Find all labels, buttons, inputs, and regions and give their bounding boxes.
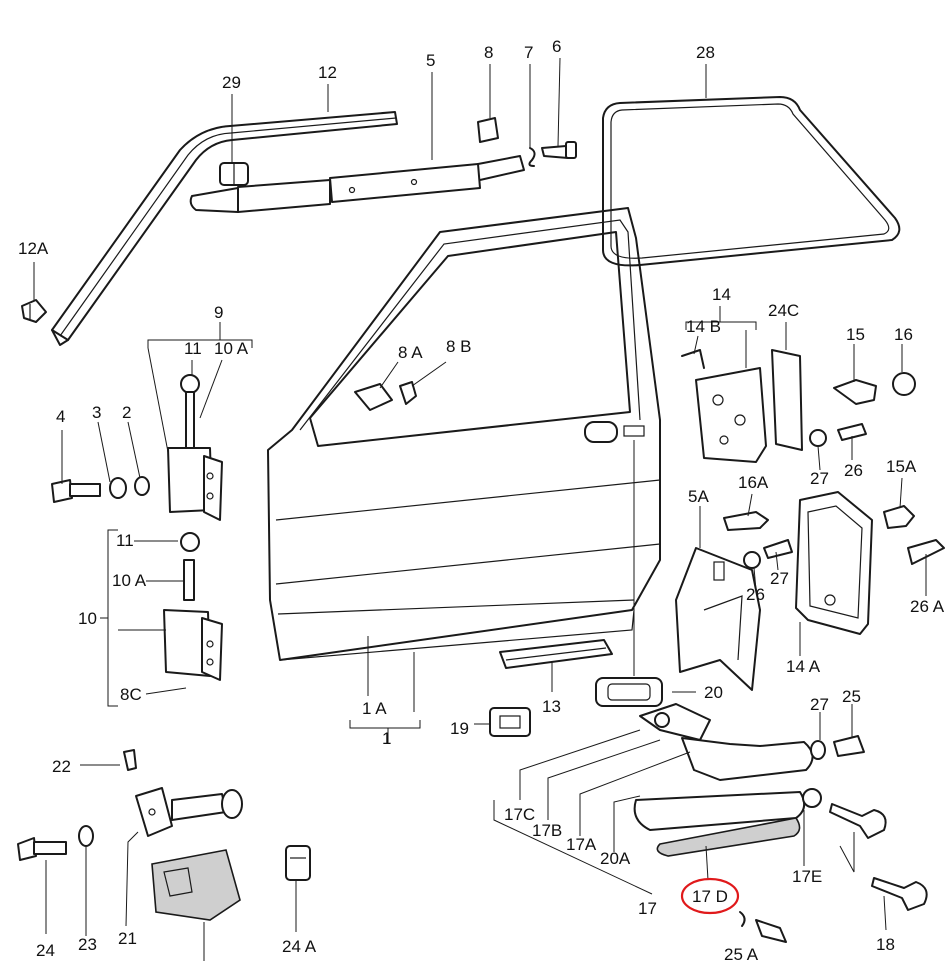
label-9: 9 <box>214 303 223 322</box>
label-17d: 17 D <box>692 887 728 906</box>
label-28: 28 <box>696 43 715 62</box>
label-14a: 14 A <box>786 657 821 676</box>
label-27-mid: 27 <box>770 569 789 588</box>
label-10a-lower: 10 A <box>112 571 147 590</box>
label-7: 7 <box>524 43 533 62</box>
window-seal-icon <box>602 96 901 267</box>
label-24: 24 <box>36 941 55 960</box>
label-25a: 25 A <box>724 945 759 961</box>
label-15: 15 <box>846 325 865 344</box>
key-icon <box>829 803 928 911</box>
bolt-icon <box>17 749 137 861</box>
label-10a-upper: 10 A <box>214 339 249 358</box>
guide-rail-icon <box>189 155 525 213</box>
roller-icon <box>219 162 249 186</box>
label-15a: 15A <box>886 457 917 476</box>
label-21: 21 <box>118 929 137 948</box>
label-8b: 8 B <box>446 337 472 356</box>
handle-gasket-icon <box>595 677 663 707</box>
label-23: 23 <box>78 935 97 954</box>
mirror-bracket-icon <box>354 381 417 411</box>
label-20a: 20A <box>600 849 631 868</box>
label-17e: 17E <box>792 867 822 886</box>
door-trim-strip-icon <box>51 111 398 346</box>
clip-icon <box>285 845 311 881</box>
label-26a: 26 A <box>910 597 945 616</box>
label-27-upper: 27 <box>810 469 829 488</box>
retaining-clip-icon <box>21 299 47 323</box>
label-11-upper: 11 <box>184 339 202 358</box>
label-8: 8 <box>484 43 493 62</box>
clip-icon <box>489 707 531 737</box>
label-2: 2 <box>122 403 131 422</box>
label-24a: 24 A <box>282 937 317 956</box>
label-14: 14 <box>712 285 731 304</box>
label-17a: 17A <box>566 835 597 854</box>
bolt-icon <box>739 911 787 943</box>
bolt-icon <box>809 372 916 447</box>
label-10: 10 <box>78 609 97 628</box>
label-17: 17 <box>638 899 657 918</box>
label-26-upper: 26 <box>844 461 863 480</box>
label-18: 18 <box>876 935 895 954</box>
label-17b: 17B <box>532 821 562 840</box>
label-5a: 5A <box>688 487 709 506</box>
label-1a: 1 A <box>362 699 387 718</box>
label-27-lower: 27 <box>810 695 829 714</box>
door-hinge-icon <box>163 532 223 681</box>
bolt-icon <box>51 476 150 503</box>
label-13: 13 <box>542 697 561 716</box>
label-22: 22 <box>52 757 71 776</box>
bolt-icon <box>810 735 865 760</box>
label-12: 12 <box>318 63 337 82</box>
door-lock-icon <box>681 349 803 463</box>
spring-icon <box>528 147 536 167</box>
clip-icon <box>477 117 499 143</box>
part-labels: 28 29 12 5 8 7 6 12A 9 11 10 A 4 3 2 1 1 … <box>18 37 945 961</box>
label-16a: 16A <box>738 473 769 492</box>
label-8c: 8C <box>120 685 142 704</box>
label-8a: 8 A <box>398 343 423 362</box>
label-19: 19 <box>450 719 469 738</box>
bolt-icon <box>723 505 945 569</box>
label-6: 6 <box>552 37 561 56</box>
lock-bracket-icon <box>675 547 761 691</box>
label-12a: 12A <box>18 239 49 258</box>
lock-housing-icon <box>795 491 873 635</box>
label-4: 4 <box>56 407 65 426</box>
sill-trim-icon <box>499 639 613 669</box>
door-check-strap-icon <box>135 787 243 837</box>
label-24c: 24C <box>768 301 799 320</box>
buffer-icon <box>151 849 241 921</box>
label-16: 16 <box>894 325 913 344</box>
label-17c: 17C <box>504 805 535 824</box>
door-panel-icon <box>267 207 661 661</box>
label-1: 1 <box>382 729 391 748</box>
label-14b: 14 B <box>686 317 721 336</box>
highlight-circle <box>680 877 740 915</box>
label-20: 20 <box>704 683 723 702</box>
label-26-mid: 26 <box>746 585 765 604</box>
label-3: 3 <box>92 403 101 422</box>
label-5: 5 <box>426 51 435 70</box>
leader-lines <box>33 57 927 961</box>
door-hinge-icon <box>167 374 223 521</box>
label-25: 25 <box>842 687 861 706</box>
label-11-lower: 11 <box>116 531 134 550</box>
label-29: 29 <box>222 73 241 92</box>
door-handle-icon <box>633 703 822 857</box>
bolt-icon <box>541 141 577 159</box>
